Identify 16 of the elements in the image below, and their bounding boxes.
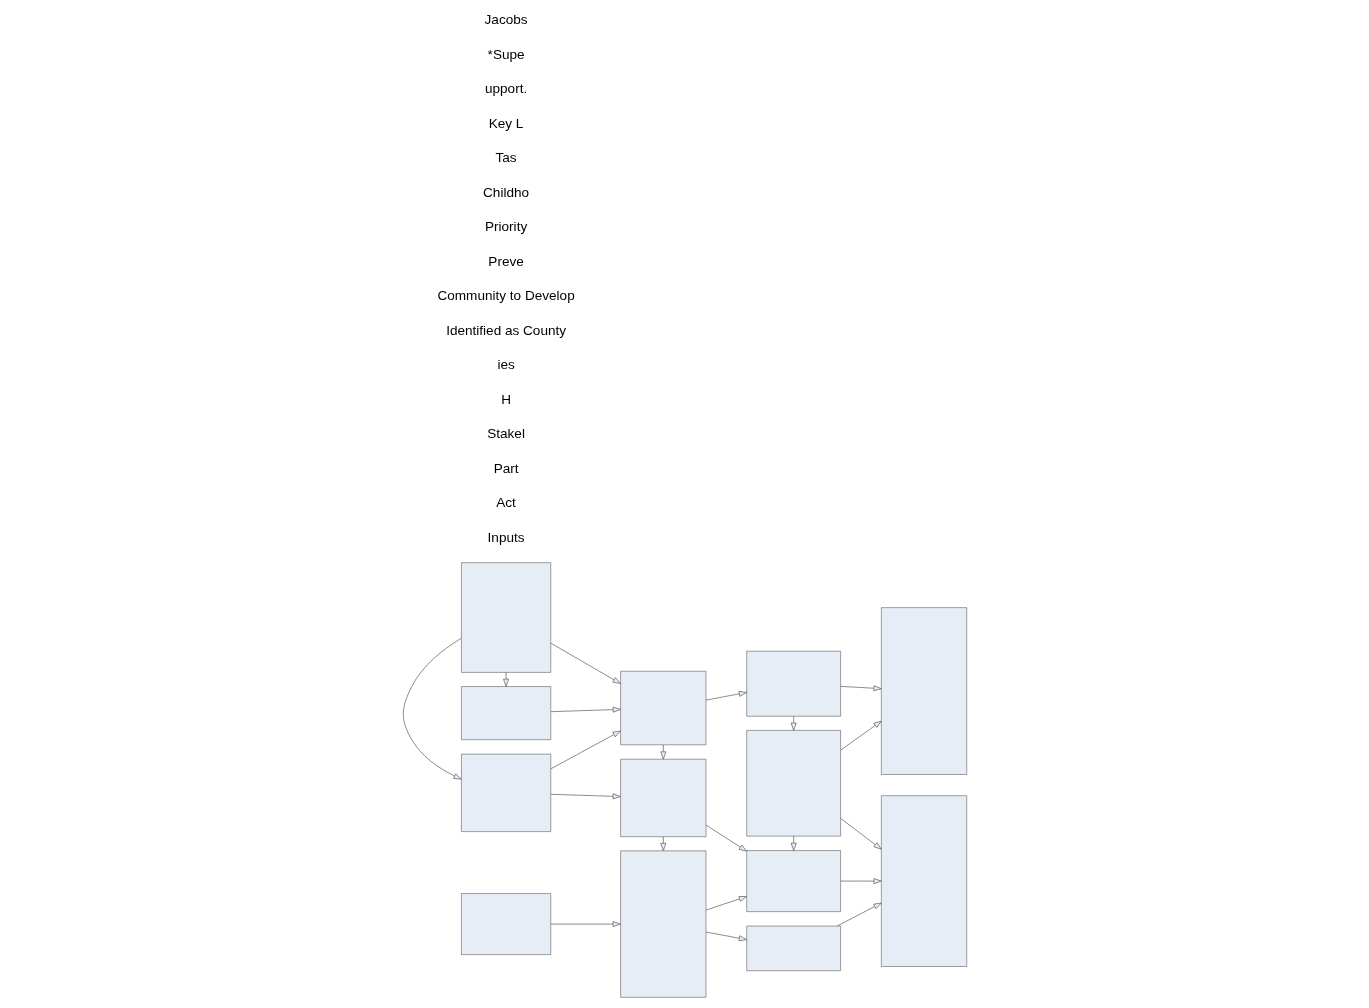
label: Act (495, 495, 516, 511)
label: Childho (482, 184, 529, 200)
label: Identified as County (445, 322, 566, 338)
label: Tas (495, 150, 517, 166)
label: ies (496, 357, 515, 373)
label: Jacobs (484, 12, 528, 28)
label: Part (493, 460, 519, 476)
label: upport. (484, 81, 527, 97)
label: Stakel (486, 426, 525, 442)
label: H (500, 391, 511, 407)
label: Inputs (487, 529, 525, 545)
label: Key L (488, 115, 523, 131)
label: Preve (487, 253, 524, 269)
label: Priority (484, 219, 527, 235)
label: Community to Develop (436, 288, 575, 304)
label: *Supe (487, 46, 525, 62)
